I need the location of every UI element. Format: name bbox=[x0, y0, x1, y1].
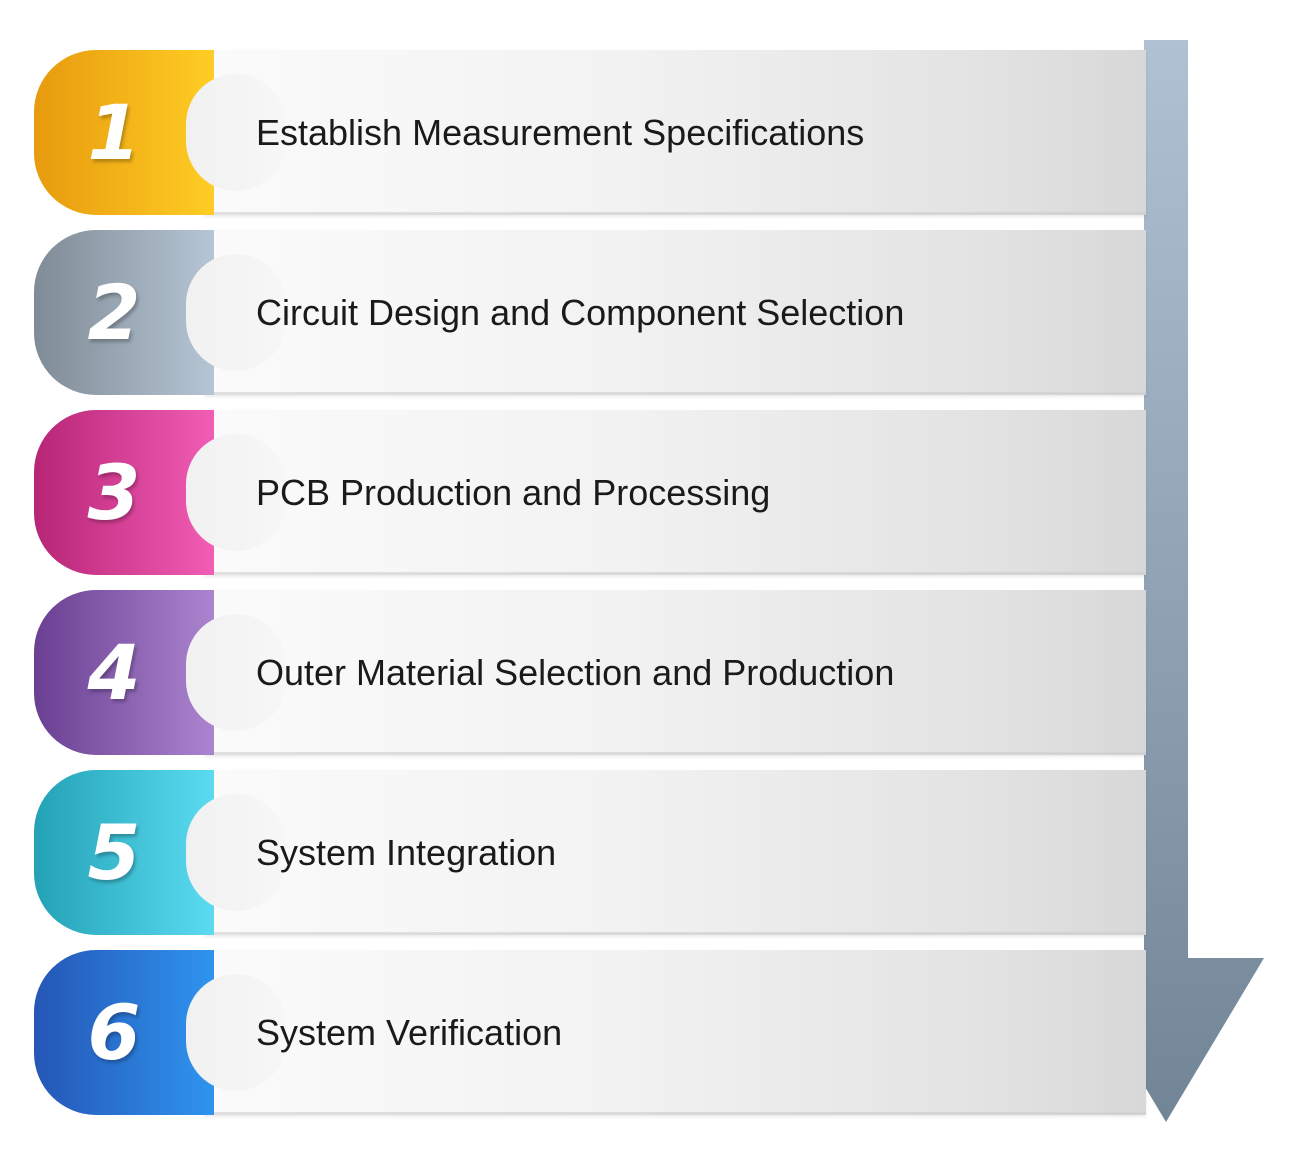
step-number: 3 bbox=[87, 448, 141, 537]
step-4: 4 Outer Material Selection and Productio… bbox=[34, 590, 1146, 755]
tab-notch bbox=[186, 434, 286, 551]
tab-notch bbox=[186, 614, 286, 731]
step-number-tab bbox=[34, 590, 214, 755]
step-number: 4 bbox=[87, 628, 141, 717]
tab-notch bbox=[186, 974, 286, 1091]
step-number-tab bbox=[34, 50, 214, 215]
step-label: Circuit Design and Component Selection bbox=[256, 292, 905, 333]
tab-notch bbox=[186, 254, 286, 371]
step-2: 2 Circuit Design and Component Selection bbox=[34, 230, 1146, 395]
step-number: 5 bbox=[87, 808, 141, 897]
step-bar bbox=[204, 590, 1146, 755]
step-label: Outer Material Selection and Production bbox=[256, 652, 895, 693]
step-label: Establish Measurement Specifications bbox=[256, 112, 865, 153]
step-number: 6 bbox=[87, 988, 141, 1077]
step-label: PCB Production and Processing bbox=[256, 472, 771, 513]
step-3: 3 PCB Production and Processing bbox=[34, 410, 1146, 575]
step-number-tab bbox=[34, 410, 214, 575]
step-bar bbox=[204, 230, 1146, 395]
step-number-tab bbox=[34, 950, 214, 1115]
step-label: System Integration bbox=[256, 832, 557, 873]
tab-notch bbox=[186, 74, 286, 191]
step-6: 6 System Verification bbox=[34, 950, 1146, 1115]
step-bar bbox=[204, 770, 1146, 935]
step-label: System Verification bbox=[256, 1012, 563, 1053]
down-arrow-icon bbox=[1068, 40, 1264, 1122]
step-number-tab bbox=[34, 770, 214, 935]
step-1: 1 Establish Measurement Specifications bbox=[34, 50, 1146, 215]
step-number: 1 bbox=[87, 88, 141, 177]
step-bar bbox=[204, 410, 1146, 575]
step-bar bbox=[204, 950, 1146, 1115]
step-number-tab bbox=[34, 230, 214, 395]
step-number: 2 bbox=[87, 268, 141, 357]
tab-notch bbox=[186, 794, 286, 911]
step-5: 5 System Integration bbox=[34, 770, 1146, 935]
step-bar bbox=[204, 50, 1146, 215]
